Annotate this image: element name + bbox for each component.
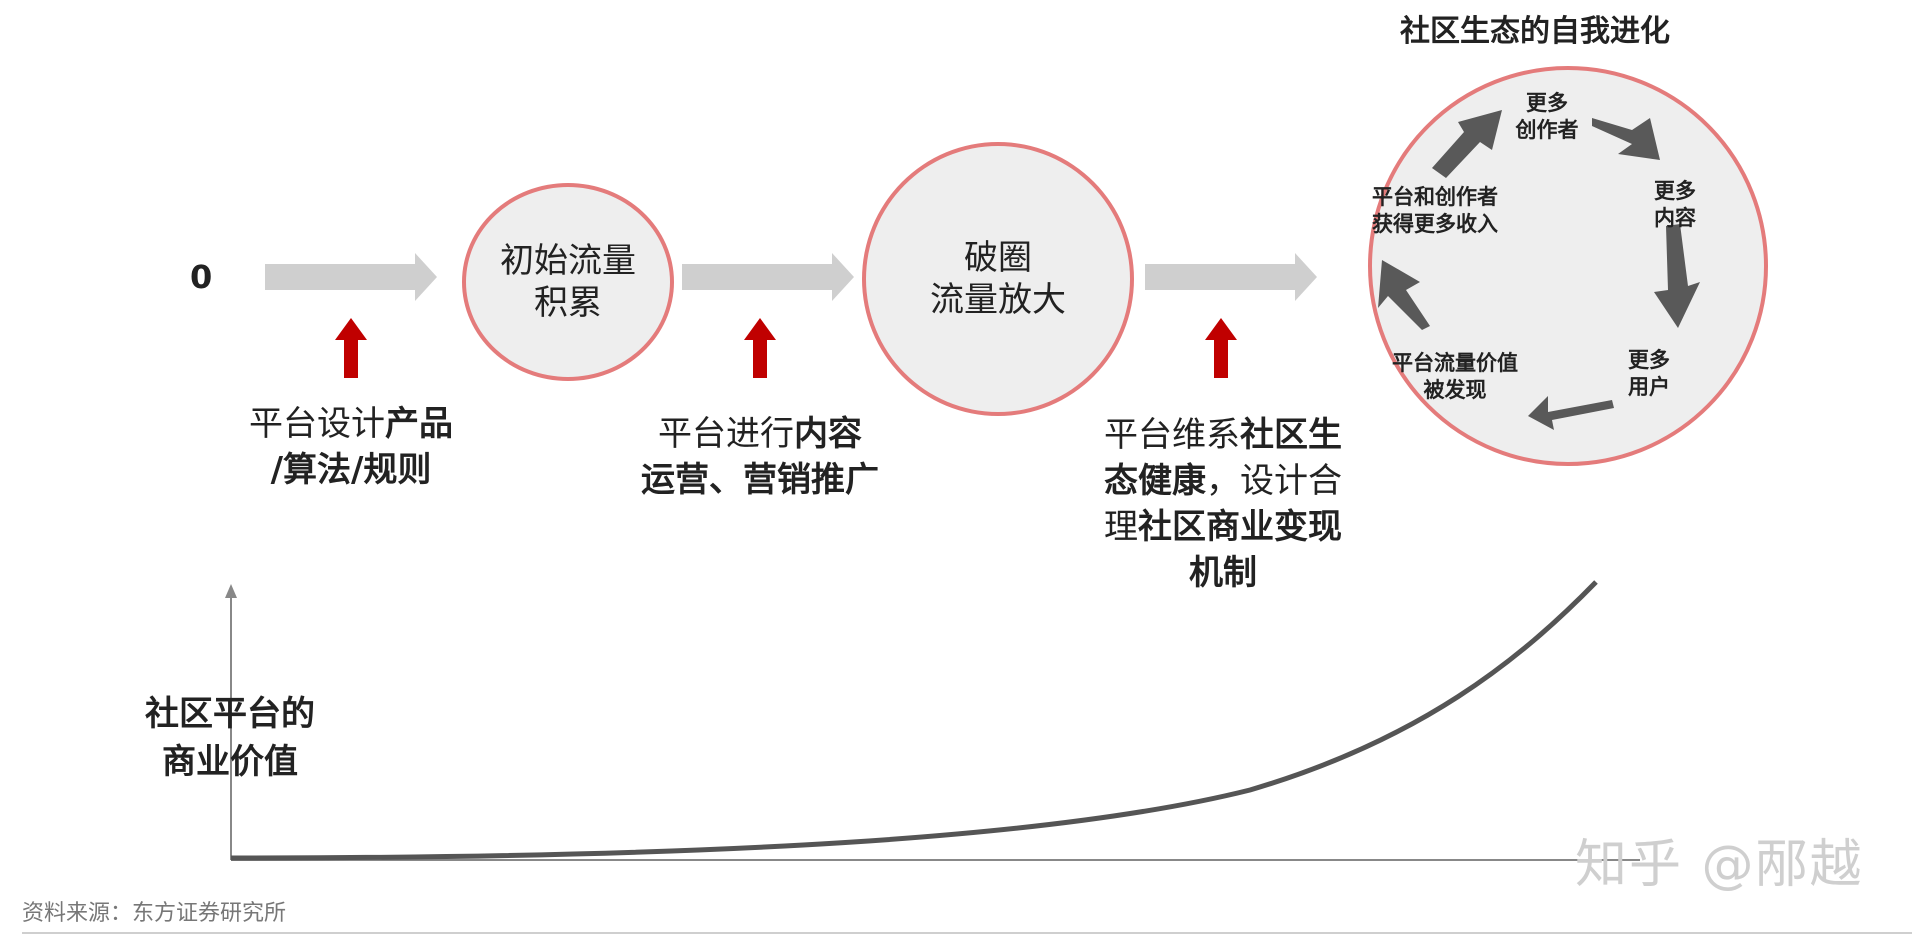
- source-note: 资料来源：东方证券研究所: [22, 901, 287, 926]
- start-label: 0: [190, 258, 213, 296]
- cycle-node-traffic-value: 平台流量价值被发现: [1392, 351, 1518, 402]
- push-arrow-3: [1205, 318, 1237, 378]
- cycle-arrow-left: [1378, 260, 1430, 330]
- cycle-arrow-top-left: [1432, 110, 1502, 178]
- cycle-arrow-right: [1654, 224, 1700, 328]
- cycle-node-more-content: 更多内容: [1654, 179, 1696, 230]
- flow-arrow-3: [1145, 253, 1317, 301]
- cycle-arrow-top-right: [1592, 118, 1660, 160]
- cycle-title: 社区生态的自我进化: [1400, 14, 1670, 49]
- push-arrow-2: [744, 318, 776, 378]
- cycle-arrow-bottom: [1528, 396, 1614, 430]
- stage-circle-breakout: 破圈流量放大: [862, 142, 1134, 416]
- push-arrow-1: [335, 318, 367, 378]
- flow-arrow-2: [682, 253, 854, 301]
- watermark: 知乎 @邴越: [1575, 835, 1864, 895]
- cycle-circle: [1368, 66, 1768, 466]
- note-community-health: 平台维系社区生 态健康，设计合 理社区商业变现 机制: [1104, 415, 1342, 593]
- cycle-node-more-income: 平台和创作者获得更多收入: [1372, 185, 1498, 236]
- note-product-design: 平台设计产品 /算法/规则: [249, 404, 453, 490]
- growth-curve: [230, 580, 1598, 861]
- cycle-arrows: [1378, 110, 1700, 430]
- note-content-operation: 平台进行内容 运营、营销推广: [641, 414, 879, 500]
- stage-label: 破圈流量放大: [930, 238, 1066, 320]
- footer-divider: [22, 932, 1912, 934]
- flow-arrow-1: [265, 253, 437, 301]
- cycle-node-more-creators: 更多创作者: [1515, 91, 1579, 142]
- stage-circle-initial-traffic: 初始流量积累: [462, 183, 674, 381]
- stage-label: 初始流量积累: [500, 241, 636, 323]
- cycle-node-more-users: 更多用户: [1628, 348, 1670, 399]
- y-axis-arrowhead: [225, 584, 237, 598]
- y-axis-label: 社区平台的商业价值: [145, 694, 315, 782]
